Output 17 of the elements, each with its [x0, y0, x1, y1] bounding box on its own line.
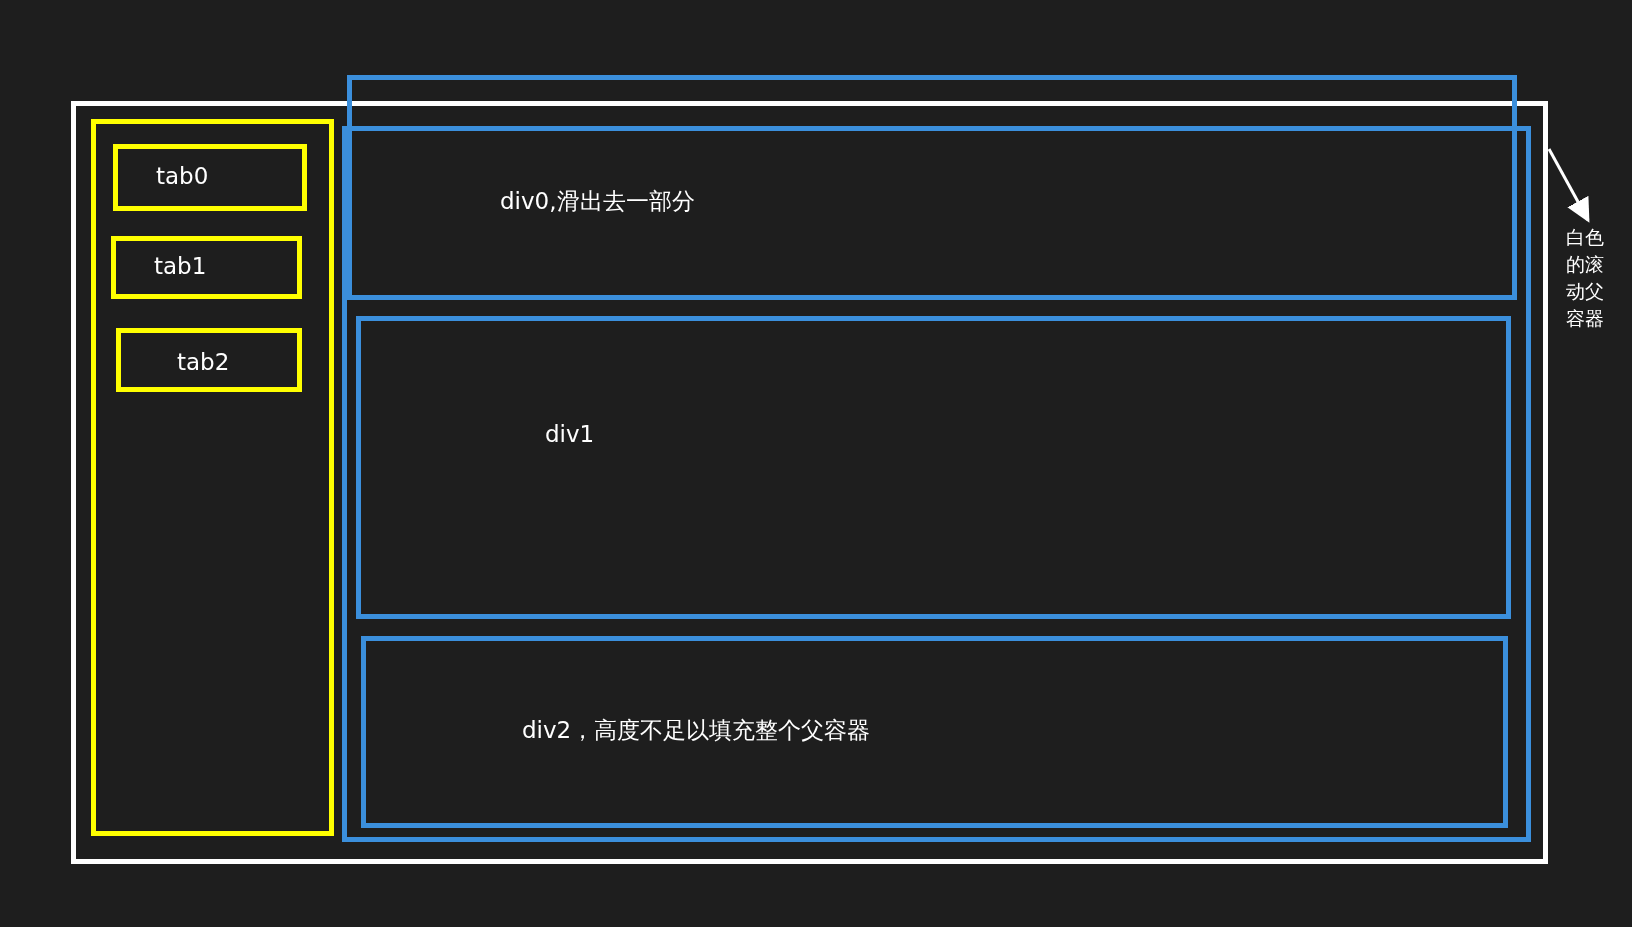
- tab-column-box: [91, 119, 334, 836]
- leader-arrow: [1547, 148, 1590, 223]
- tab-box: [111, 236, 302, 299]
- box-label: div1: [545, 421, 595, 447]
- div-box: [356, 316, 1511, 619]
- box-label: div0,滑出去一部分: [500, 187, 695, 216]
- div-box: [361, 636, 1508, 828]
- annotation-text: 白色的滚动父容器: [1566, 224, 1610, 336]
- scroll-container-box: [71, 101, 1548, 864]
- content-container-box: [342, 126, 1531, 842]
- box-label: tab0: [156, 163, 209, 189]
- box-label: div2，高度不足以填充整个父容器: [522, 716, 871, 745]
- box-label: tab1: [154, 253, 207, 279]
- div-box: [347, 75, 1517, 300]
- tab-box: [116, 328, 302, 392]
- box-label: tab2: [177, 349, 230, 375]
- tab-box: [113, 144, 307, 211]
